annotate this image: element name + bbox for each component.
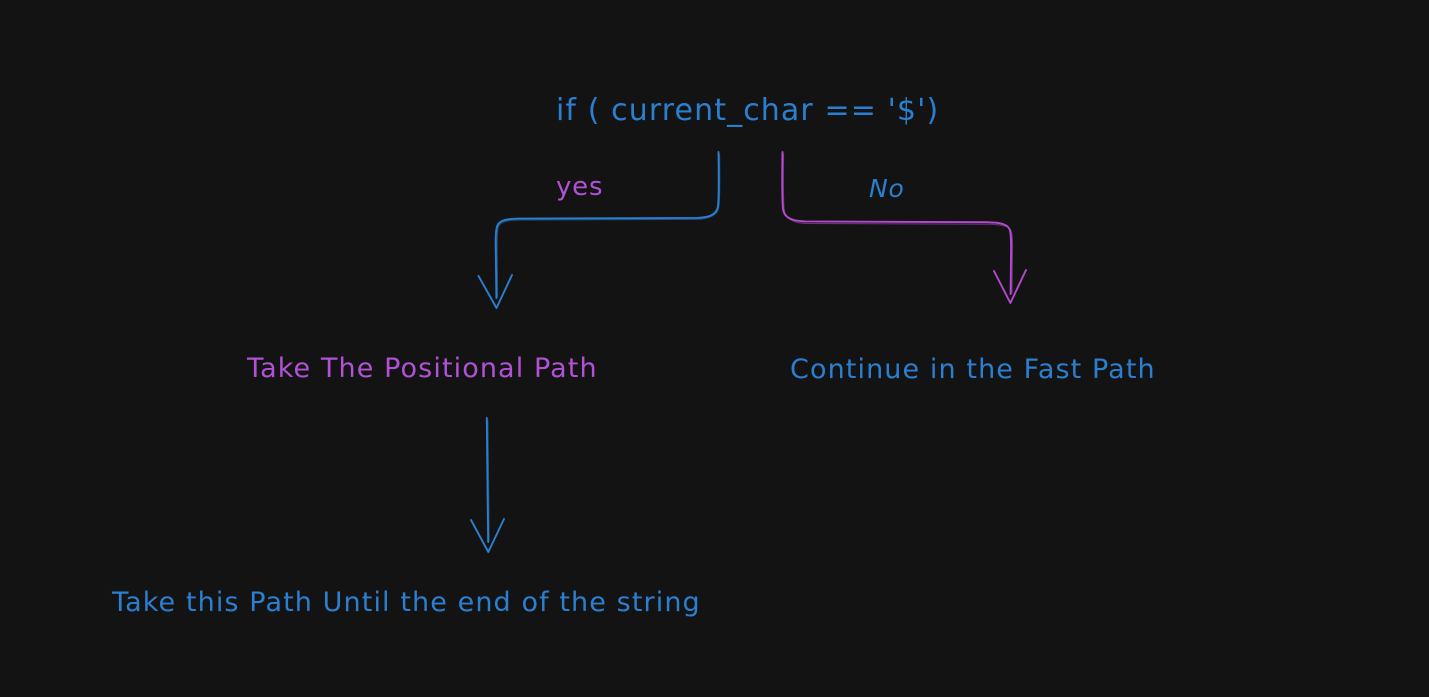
edge-positional-path-to-end-of-string xyxy=(470,417,505,553)
down-edge-line xyxy=(485,417,490,543)
node-positional-path: Take The Positional Path xyxy=(247,353,598,384)
yes-arrowhead xyxy=(477,274,513,309)
yes-edge-line xyxy=(494,151,720,299)
edge-label-yes: yes xyxy=(556,172,604,202)
down-arrowhead xyxy=(470,518,505,553)
down-edge-line-sketch xyxy=(487,419,490,542)
no-arrowhead xyxy=(993,269,1027,304)
condition-text: if ( current_char == '$') xyxy=(556,93,940,128)
node-end-of-string: Take this Path Until the end of the stri… xyxy=(112,587,701,618)
edge-label-no: No xyxy=(869,174,905,203)
node-fast-path: Continue in the Fast Path xyxy=(790,354,1156,385)
yes-edge-line-sketch xyxy=(496,153,721,298)
